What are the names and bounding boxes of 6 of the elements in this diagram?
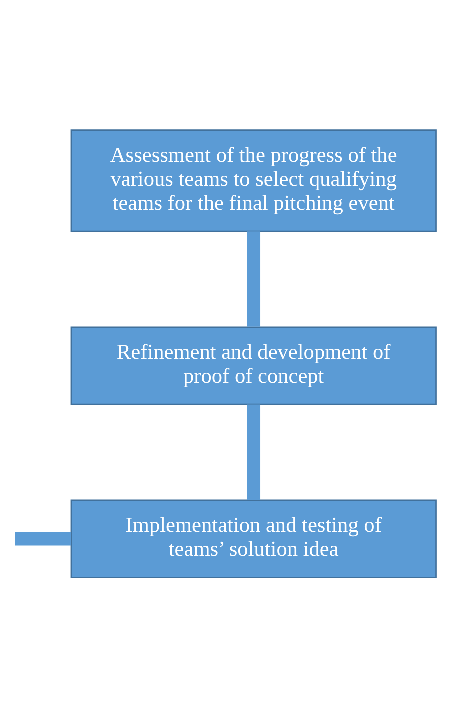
node-box: Assessment of the progress of the various teams to select qualifying teams for the final pitching event [70, 130, 437, 232]
connector [247, 232, 261, 327]
node-box: Refinement and development of proof of concept [70, 326, 437, 406]
node-box: Implementation and testing of teams’ solution idea [70, 500, 437, 578]
connector [247, 404, 261, 500]
connector [15, 532, 72, 546]
